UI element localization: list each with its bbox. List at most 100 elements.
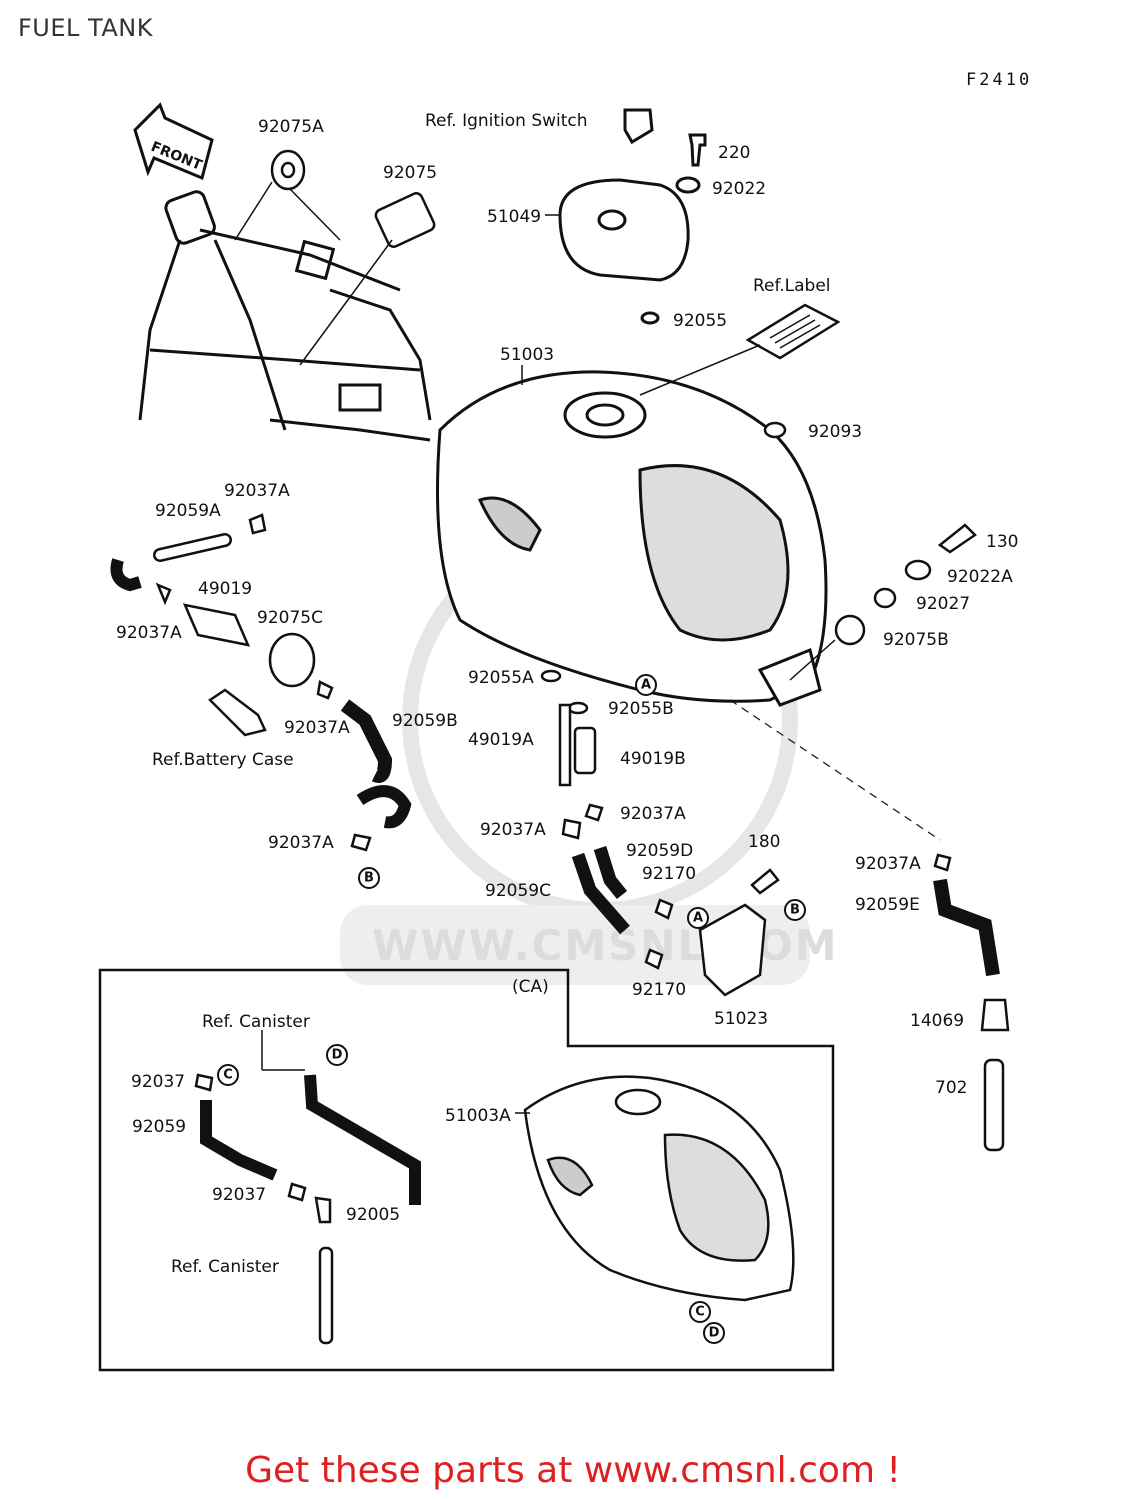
- washer-92022: [675, 176, 701, 194]
- bolt-180: [750, 868, 780, 895]
- label-plate: [745, 303, 841, 360]
- ref-label-a-1: A: [641, 678, 651, 693]
- page-title: FUEL TANK: [18, 14, 153, 42]
- ca-box: (CA): [98, 968, 835, 1372]
- label-92059D: 92059D: [626, 841, 693, 861]
- frame-crossmember: [149, 348, 421, 372]
- frame-tube-down: [138, 239, 182, 421]
- grommet-92055: [640, 311, 660, 325]
- clip-92037A-1: [248, 513, 267, 535]
- ignition-switch-knob: [623, 108, 654, 145]
- ref-circle-c-1: [217, 1064, 239, 1086]
- tank-emblem: [638, 464, 790, 642]
- footer-link[interactable]: Get these parts at www.cmsnl.com !: [245, 1450, 901, 1491]
- left-parts: [110, 513, 412, 852]
- label-92059E: 92059E: [855, 895, 920, 915]
- label-92055: 92055: [673, 311, 727, 331]
- frame-tube-mid: [213, 239, 287, 431]
- ref-label-b-2: B: [790, 903, 800, 918]
- pipe-49019A: [558, 703, 572, 787]
- label-130: 130: [986, 532, 1018, 552]
- label-92022A: 92022A: [947, 567, 1013, 587]
- leader-92075A-1: [234, 181, 273, 241]
- battery-case-bracket: [208, 688, 267, 737]
- leader-92075A-2: [289, 188, 341, 241]
- ca-clip-92037-2: [287, 1182, 307, 1202]
- label-92170-1: 92170: [642, 864, 696, 884]
- ref-label-d-1: D: [332, 1048, 343, 1063]
- ref-label-c-2: C: [695, 1305, 705, 1320]
- label-ref-canister-2: Ref. Canister: [171, 1257, 279, 1277]
- label-702: 702: [935, 1078, 967, 1098]
- ref-circle-b-1: [358, 867, 380, 889]
- right-parts: [763, 421, 977, 681]
- bolt-220: [688, 133, 707, 167]
- ca-pipe-canister: [318, 1246, 334, 1345]
- ca-tank-filler: [614, 1088, 662, 1116]
- ca-tank-knee-pad: [546, 1156, 594, 1197]
- damper-92075C: [268, 632, 316, 688]
- tank-filler-inner: [585, 403, 625, 427]
- label-92075A: 92075A: [258, 117, 324, 137]
- right-hoses: [729, 699, 1010, 1152]
- ca-box-outline: [98, 968, 835, 1372]
- clip-92037A-2: [155, 582, 172, 606]
- label-92037A-6: 92037A: [268, 833, 334, 853]
- front-arrow-shape: [133, 102, 214, 181]
- frame-parts: [234, 149, 436, 366]
- ca-hose-upper: [304, 1074, 421, 1205]
- label-92037A-3: 92037A: [284, 718, 350, 738]
- label-51023: 51023: [714, 1009, 768, 1029]
- clip-92037A-7: [933, 853, 952, 872]
- label-92059C: 92059C: [485, 881, 551, 901]
- side-cover-51049: [545, 108, 707, 325]
- clip-92037A-5: [584, 803, 604, 822]
- ref-circle-b-2: [784, 899, 806, 921]
- damper-92075B: [834, 614, 866, 646]
- front-arrow: FRONT: [133, 102, 214, 181]
- ref-circle-a-2: [687, 907, 709, 929]
- label-51003A: 51003A: [445, 1106, 511, 1126]
- motorcycle-frame: [138, 190, 432, 442]
- label-180: 180: [748, 832, 780, 852]
- label-ref-canister-1: Ref. Canister: [202, 1012, 310, 1032]
- oring-92055B: [567, 701, 589, 715]
- label-14069: 14069: [910, 1011, 964, 1031]
- ca-box-label: (CA): [512, 977, 549, 997]
- ref-label-sticker: [745, 303, 841, 360]
- valve-49019B: [573, 726, 597, 775]
- hose-702: [983, 1058, 1005, 1152]
- clip-92037A-4: [350, 833, 372, 852]
- leader-reflabel: [639, 344, 761, 396]
- label-92075C: 92075C: [257, 608, 323, 628]
- ca-tank-emblem: [663, 1133, 770, 1262]
- oring-92055A: [540, 669, 562, 683]
- frame-mount: [338, 383, 382, 412]
- label-battery-case: Ref.Battery Case: [152, 750, 294, 770]
- clip-92170-2: [644, 948, 664, 970]
- label-92037A-4: 92037A: [620, 804, 686, 824]
- label-92037: 92037: [131, 1072, 185, 1092]
- label-92037-2: 92037: [212, 1185, 266, 1205]
- frame-lower: [269, 418, 431, 442]
- label-92037A-7: 92037A: [855, 854, 921, 874]
- collar-92027: [873, 587, 897, 609]
- label-92055A: 92055A: [468, 668, 534, 688]
- frame-tube-rear: [329, 288, 432, 421]
- hose-92059A-bend: [110, 558, 142, 592]
- label-92093: 92093: [808, 422, 862, 442]
- label-92022: 92022: [712, 179, 766, 199]
- label-49019: 49019: [198, 579, 252, 599]
- label-92170-2: 92170: [632, 980, 686, 1000]
- hose-92059C: [571, 852, 630, 935]
- figure-code: F2410: [966, 70, 1033, 90]
- cap-92093: [763, 421, 787, 439]
- tank-knee-pad: [477, 496, 542, 552]
- frame-bracket: [294, 239, 336, 281]
- label-49019A: 49019A: [468, 730, 534, 750]
- ref-label-c-1: C: [223, 1068, 233, 1083]
- tank-rear-mount: [757, 647, 822, 707]
- leader-92075B: [789, 639, 836, 681]
- clip-92037A-6: [561, 818, 582, 840]
- ref-label-b-1: B: [364, 871, 374, 886]
